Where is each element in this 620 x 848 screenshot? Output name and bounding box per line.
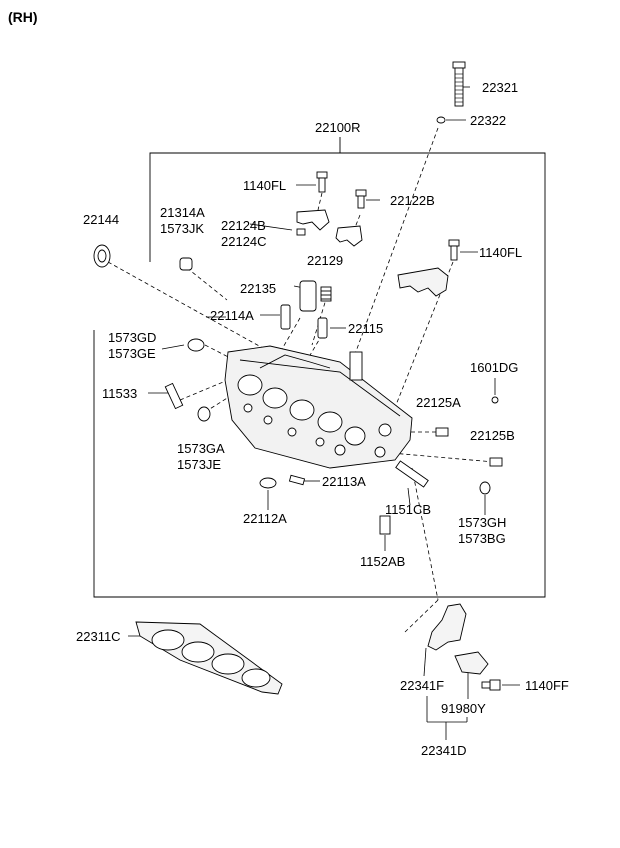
label-1573GA: 1573GA bbox=[177, 441, 225, 456]
stud-22125B bbox=[489, 457, 503, 467]
cylinder-head bbox=[224, 345, 413, 469]
cam-cap-22124B-b bbox=[335, 225, 363, 247]
bolt-1140FL-a bbox=[316, 171, 328, 193]
spring-22129 bbox=[320, 286, 332, 302]
label-22129: 22129 bbox=[307, 253, 344, 268]
bolt-1140FF bbox=[481, 679, 501, 691]
label-22322: 22322 bbox=[470, 113, 507, 128]
label-1573GH: 1573GH bbox=[458, 515, 507, 530]
dash-22322 bbox=[339, 127, 439, 396]
side-label: (RH) bbox=[8, 9, 38, 25]
label-22124B: 22124B bbox=[221, 218, 266, 233]
label-1573JE: 1573JE bbox=[177, 457, 222, 472]
label-21314A: 21314A bbox=[160, 205, 205, 220]
label-22112A: 22112A bbox=[243, 511, 287, 526]
bolt-1140FL-b bbox=[448, 239, 460, 261]
plug-21314A bbox=[179, 257, 193, 271]
label-22341D: 22341D bbox=[421, 743, 467, 758]
label-1573GE: 1573GE bbox=[108, 346, 156, 361]
label-1140FF: 1140FF bbox=[525, 678, 569, 693]
label-1152AB: 1152AB bbox=[360, 554, 406, 569]
plug-1573GD bbox=[187, 338, 205, 352]
guide-22114A bbox=[280, 304, 291, 330]
dash-1573GA bbox=[204, 394, 233, 413]
label-22125B: 22125B bbox=[470, 428, 515, 443]
ring-1601DG bbox=[491, 396, 499, 404]
label-22321: 22321 bbox=[482, 80, 519, 95]
gasket-22311C bbox=[135, 621, 283, 695]
label-22114A: 22114A bbox=[210, 308, 254, 323]
label-91980Y: 91980Y bbox=[441, 701, 486, 716]
stud-1152AB bbox=[379, 515, 391, 535]
label-22144: 22144 bbox=[83, 212, 120, 227]
bracket-22341F bbox=[427, 603, 467, 651]
cam-bridge bbox=[397, 267, 449, 297]
label-1573GD: 1573GD bbox=[108, 330, 157, 345]
stud-1151CB bbox=[395, 460, 429, 488]
label-1140FL-a: 1140FL bbox=[243, 178, 287, 193]
assembly-frame bbox=[93, 152, 546, 598]
cam-cap-22124B-a bbox=[296, 209, 330, 231]
plug-1573GH bbox=[479, 481, 491, 495]
label-22115: 22115 bbox=[348, 321, 384, 336]
label-22135: 22135 bbox=[240, 281, 277, 296]
label-22124C: 22124C bbox=[221, 234, 267, 249]
bolt-22122B bbox=[355, 189, 367, 209]
dash-22129 bbox=[311, 295, 328, 346]
stud-22125A bbox=[435, 427, 449, 437]
label-1573BG: 1573BG bbox=[458, 531, 506, 546]
seal-22112A bbox=[259, 477, 277, 489]
dowel-22124C bbox=[296, 228, 306, 236]
dash-22125B bbox=[379, 451, 495, 463]
label-22341F: 22341F bbox=[400, 678, 445, 693]
bolt-22321 bbox=[452, 61, 466, 107]
label-22100R: 22100R bbox=[315, 120, 361, 135]
label-22125A: 22125A bbox=[416, 395, 461, 410]
dash-bracket-2 bbox=[404, 599, 439, 633]
key-22113A bbox=[288, 474, 306, 486]
label-1151CB: 1151CB bbox=[385, 502, 432, 517]
guide-22115 bbox=[317, 317, 328, 339]
stud-11533 bbox=[164, 382, 184, 410]
label-22311C: 22311C bbox=[76, 629, 121, 644]
dash-22144 bbox=[107, 261, 271, 353]
dash-21314A bbox=[186, 267, 228, 301]
tube-22135 bbox=[299, 280, 317, 312]
label-1601DG: 1601DG bbox=[470, 360, 519, 375]
label-11533: 11533 bbox=[102, 386, 138, 401]
dash-bracket bbox=[411, 467, 439, 601]
label-1140FL-b: 1140FL bbox=[479, 245, 523, 260]
label-22113A: 22113A bbox=[322, 474, 366, 489]
washer-22322 bbox=[436, 116, 446, 124]
plug-1573GA bbox=[197, 406, 211, 422]
dash-11533 bbox=[179, 379, 229, 401]
label-22122B: 22122B bbox=[390, 193, 435, 208]
label-1573JK: 1573JK bbox=[160, 221, 205, 236]
bracket-91980Y bbox=[454, 651, 489, 675]
dash-1140FL-a bbox=[317, 192, 323, 211]
